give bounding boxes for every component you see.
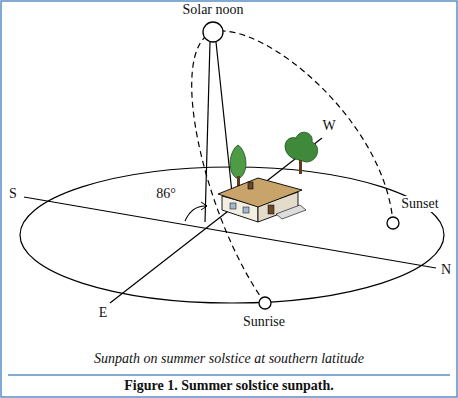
door bbox=[268, 205, 274, 214]
sun-ray bbox=[216, 42, 234, 212]
window bbox=[230, 203, 236, 209]
window bbox=[243, 207, 249, 213]
direction-label: S bbox=[8, 186, 18, 202]
south-north-axis bbox=[24, 197, 436, 268]
direction-label: N bbox=[440, 262, 452, 278]
tree bbox=[230, 145, 246, 178]
chimney bbox=[248, 182, 253, 189]
sun-noon bbox=[203, 22, 223, 42]
sun-sunrise bbox=[259, 297, 271, 309]
tree-trunk bbox=[299, 160, 302, 174]
figure-caption: Figure 1. Summer solstice sunpath. bbox=[124, 378, 334, 394]
house bbox=[218, 132, 318, 222]
direction-label: W bbox=[321, 118, 336, 134]
steps bbox=[276, 205, 306, 219]
east-west-axis bbox=[110, 138, 322, 303]
tree bbox=[285, 132, 318, 162]
angle-arrowhead bbox=[201, 202, 207, 210]
horizon-ellipse bbox=[20, 167, 444, 303]
sun-ray bbox=[205, 42, 210, 222]
caption-rule bbox=[8, 374, 450, 376]
sun-label: Sunset bbox=[400, 196, 439, 212]
angle-label: 86° bbox=[155, 186, 177, 202]
sun-label: Solar noon bbox=[181, 2, 244, 18]
sun-path-arc bbox=[192, 31, 393, 303]
sun-sunset bbox=[387, 217, 399, 229]
sun-label: Sunrise bbox=[242, 314, 286, 330]
house-roof bbox=[218, 178, 302, 207]
tree-trunk bbox=[237, 176, 240, 186]
direction-label: E bbox=[98, 305, 109, 321]
sunpath-caption: Sunpath on summer solstice at southern l… bbox=[93, 351, 365, 367]
